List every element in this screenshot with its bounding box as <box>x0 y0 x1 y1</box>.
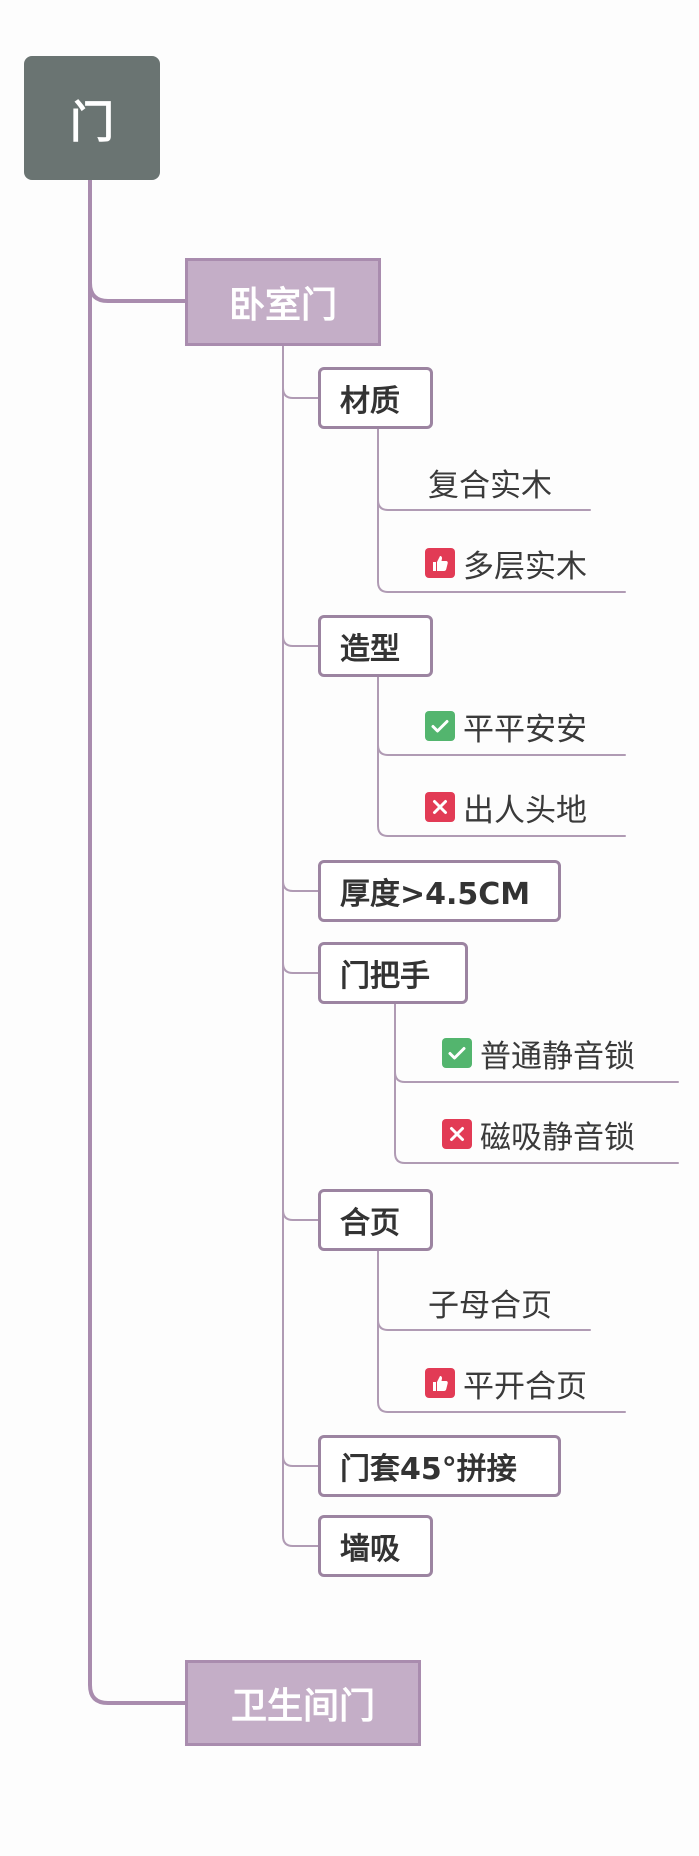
leaf-label: 复合实木 <box>428 467 552 504</box>
root-label: 门 <box>70 97 114 148</box>
leaf-label: 出人头地 <box>463 792 587 829</box>
topic-door-frame[interactable]: 门套45°拼接 <box>318 1435 561 1497</box>
leaf-butt-hinge[interactable]: 平开合页 <box>425 1361 587 1405</box>
leaf-composite-solid-wood[interactable]: 复合实木 <box>428 460 552 504</box>
topic-style[interactable]: 造型 <box>318 615 433 677</box>
branch-bathroom-door[interactable]: 卫生间门 <box>185 1660 421 1746</box>
topic-label: 门把手 <box>340 959 430 994</box>
leaf-ping-ping-an-an[interactable]: 平平安安 <box>425 704 587 748</box>
leaf-label: 多层实木 <box>463 548 587 585</box>
leaf-label: 平平安安 <box>463 711 587 748</box>
leaf-label: 平开合页 <box>463 1368 587 1405</box>
leaf-label: 子母合页 <box>428 1287 552 1324</box>
thumbs-up-icon <box>425 1368 455 1398</box>
leaf-magnetic-silent-lock[interactable]: 磁吸静音锁 <box>442 1112 635 1156</box>
leaf-label: 普通静音锁 <box>480 1038 635 1075</box>
topic-hinge[interactable]: 合页 <box>318 1189 433 1251</box>
topic-material[interactable]: 材质 <box>318 367 433 429</box>
topic-label: 材质 <box>340 384 400 419</box>
cross-icon <box>425 792 455 822</box>
topic-label: 厚度>4.5CM <box>340 877 531 912</box>
check-icon <box>442 1038 472 1068</box>
cross-icon <box>442 1119 472 1149</box>
leaf-flush-hinge[interactable]: 子母合页 <box>428 1280 552 1324</box>
branch-bedroom-door[interactable]: 卧室门 <box>185 258 381 346</box>
topic-label: 造型 <box>340 632 400 667</box>
root-node[interactable]: 门 <box>24 56 160 180</box>
thumbs-up-icon <box>425 548 455 578</box>
topic-thickness[interactable]: 厚度>4.5CM <box>318 860 561 922</box>
leaf-multilayer-solid-wood[interactable]: 多层实木 <box>425 541 587 585</box>
topic-label: 墙吸 <box>340 1532 400 1567</box>
topic-label: 门套45°拼接 <box>340 1452 517 1487</box>
branch-label: 卫生间门 <box>230 1686 375 1727</box>
leaf-label: 磁吸静音锁 <box>480 1119 635 1156</box>
check-icon <box>425 711 455 741</box>
leaf-standard-silent-lock[interactable]: 普通静音锁 <box>442 1031 635 1075</box>
topic-label: 合页 <box>340 1206 400 1241</box>
topic-door-stop[interactable]: 墙吸 <box>318 1515 433 1577</box>
topic-door-handle[interactable]: 门把手 <box>318 942 468 1004</box>
leaf-chu-ren-tou-di[interactable]: 出人头地 <box>425 785 587 829</box>
branch-label: 卧室门 <box>228 285 337 326</box>
